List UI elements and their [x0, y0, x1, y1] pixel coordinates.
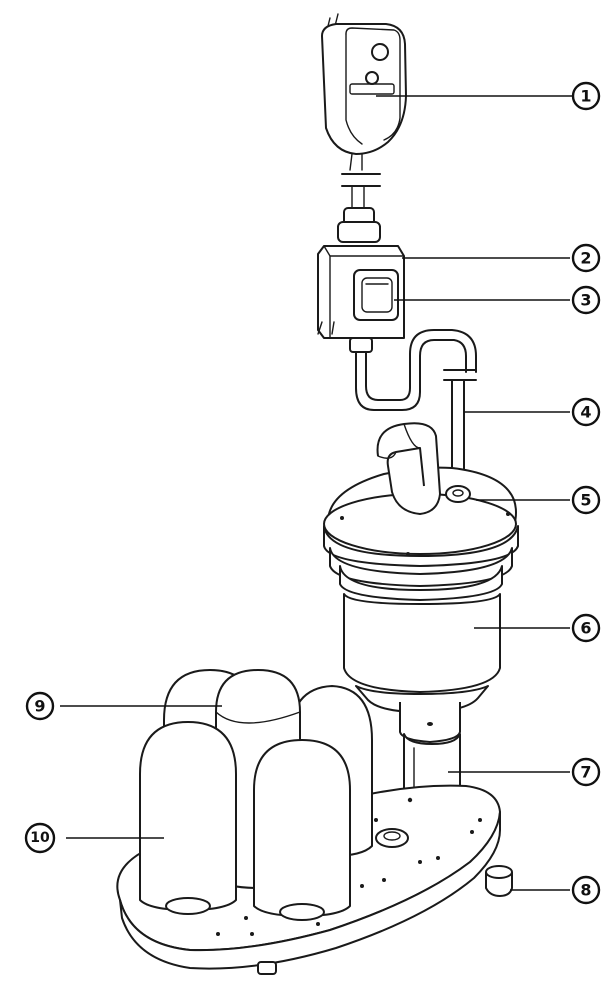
base-foot — [485, 865, 513, 897]
motor-housing — [343, 593, 501, 713]
leader-lines — [60, 95, 572, 891]
callout-label: 7 — [580, 763, 591, 782]
plug — [321, 13, 407, 171]
callout-10: 10 — [24, 822, 56, 854]
lid — [323, 422, 519, 601]
callout-2: 2 — [571, 243, 601, 273]
callout-label: 4 — [580, 403, 591, 422]
callout-6: 6 — [571, 613, 601, 643]
callout-5: 5 — [571, 485, 601, 515]
callout-7: 7 — [571, 757, 601, 787]
switch-cable-out — [349, 329, 477, 489]
cable-break-upper — [341, 173, 381, 211]
callout-label: 1 — [580, 87, 591, 106]
callout-3: 3 — [571, 285, 601, 315]
callout-label: 8 — [580, 881, 591, 900]
callout-label: 10 — [30, 830, 50, 846]
callout-label: 3 — [580, 291, 591, 310]
callout-9: 9 — [25, 691, 55, 721]
callout-label: 6 — [580, 619, 591, 638]
callout-8: 8 — [571, 875, 601, 905]
callout-label: 2 — [580, 249, 591, 268]
power-button — [353, 269, 399, 321]
callout-label: 9 — [34, 697, 45, 716]
callout-4: 4 — [571, 397, 601, 427]
filter-cartridges — [139, 669, 373, 921]
callout-1: 1 — [571, 81, 601, 111]
callout-label: 5 — [580, 491, 591, 510]
